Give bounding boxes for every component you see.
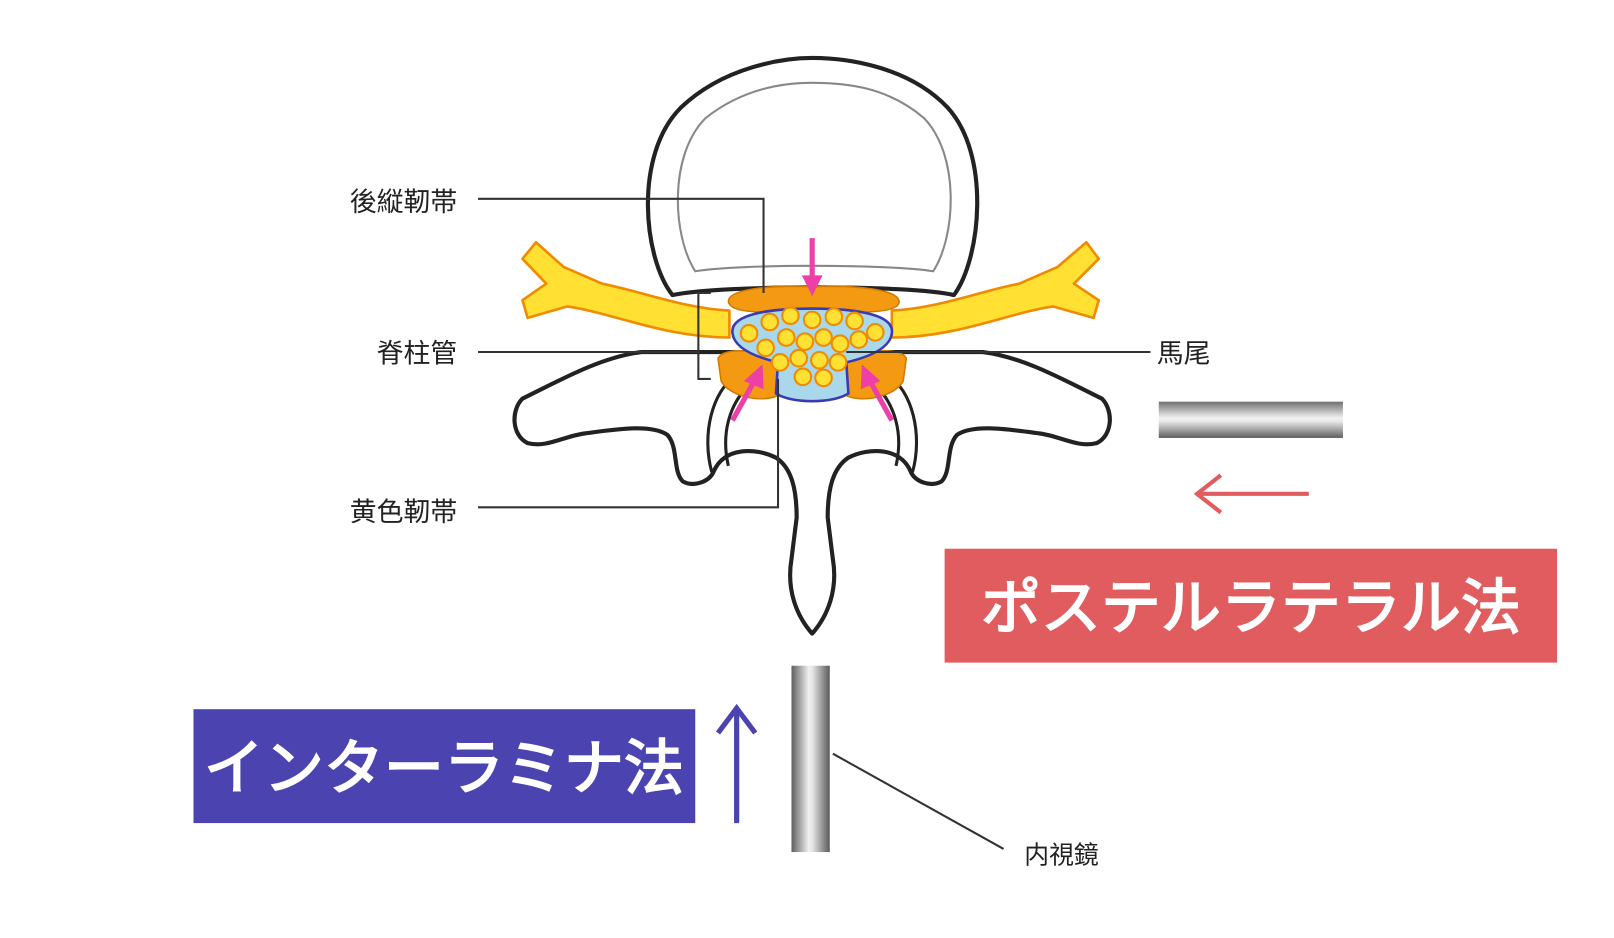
nerve-fiber [828, 353, 848, 372]
nerve-fiber [849, 330, 869, 349]
compression-arrow-left-shaft [730, 381, 756, 422]
bracket-spinal-canal [697, 291, 711, 380]
nerve-fiber [789, 348, 809, 368]
left-nerve-root [521, 240, 731, 339]
right-nerve-root [890, 240, 1101, 339]
label-endoscope: 内視鏡 [1024, 840, 1099, 869]
leader-endoscope [832, 752, 1005, 850]
posterolateral-label: ポステルラテラル法 [981, 573, 1521, 643]
endoscope-horizontal-icon [1158, 401, 1343, 438]
nerve-fiber [770, 353, 790, 372]
nerve-fiber [824, 307, 844, 327]
label-cauda-equina: 馬尾 [1157, 338, 1211, 369]
nerve-fiber [793, 367, 813, 387]
posterior-arch [512, 349, 1112, 636]
posterolateral-arrow-icon [1193, 473, 1309, 515]
interlaminar-arrow-head [715, 703, 758, 735]
nerve-fiber [814, 368, 833, 388]
nerve-fiber [795, 332, 815, 351]
leader-posterior-longitudinal-ligament [477, 197, 765, 293]
nerve-fiber [776, 328, 796, 347]
compression-arrow-right-shaft [868, 381, 895, 422]
nerve-fiber [760, 312, 780, 332]
posterolateral-label-box [944, 548, 1558, 663]
nerve-fiber [810, 350, 829, 370]
nerve-fiber [739, 324, 759, 343]
nerve-fiber [802, 310, 822, 330]
vertebral-body [645, 55, 980, 298]
cauda-equina-fibers [739, 306, 885, 388]
nerve-fiber [814, 328, 833, 347]
nerve-fiber [865, 323, 885, 342]
nerve-fiber [830, 334, 850, 354]
nerve-fiber [756, 338, 775, 358]
nerve-fiber [845, 311, 864, 331]
leader-ligamentum-flavum [477, 378, 780, 509]
interlaminar-label: インターラミナ法 [204, 734, 684, 804]
compression-arrow-top-head [801, 275, 823, 297]
label-spinal-canal: 脊柱管 [377, 338, 458, 369]
interlaminar-arrow-icon [715, 703, 758, 824]
nerve-fiber [781, 306, 800, 326]
endoscope-vertical-icon [791, 665, 830, 853]
label-ligamentum-flavum: 黄色靭帯 [350, 497, 458, 528]
interlaminar-label-box [193, 709, 696, 824]
posterolateral-arrow-head [1193, 473, 1223, 515]
vertebral-body-inner-outline [676, 81, 952, 273]
label-posterior-longitudinal-ligament: 後縦靭帯 [350, 187, 458, 218]
